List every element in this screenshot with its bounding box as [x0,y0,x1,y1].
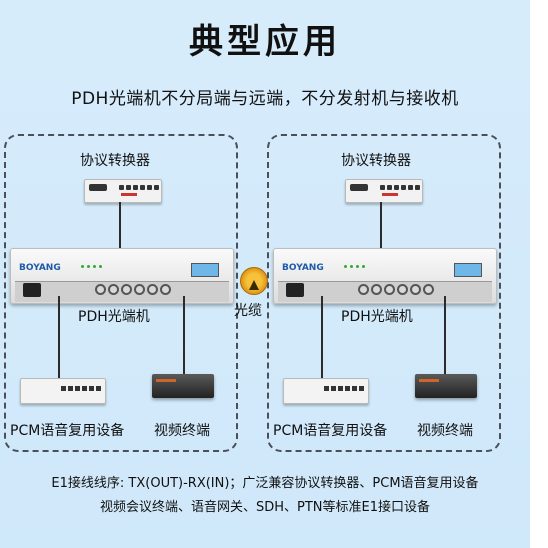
left-unit-brand: BOYANG [19,263,61,273]
right-protocol-converter [345,179,423,203]
footer-line-1: E1接线线序: TX(OUT)-RX(IN)；广泛兼容协议转换器、PCM语音复用… [51,476,479,491]
right-white-margin [530,0,548,548]
left-pcm-label: PCM语音复用设备 [10,423,125,439]
right-unit-display [454,263,482,277]
right-converter-wire [380,202,382,248]
left-video-terminal [152,374,214,398]
left-converter-wire [119,202,121,248]
page-title: 典型应用 [189,22,341,62]
fiber-optic-cable-icon [240,267,268,295]
left-converter-label: 协议转换器 [80,153,150,169]
right-unit-brand: BOYANG [282,263,324,273]
left-site-panel: 协议转换器 BOYANG PDH光端机 [4,134,238,452]
left-pdh-unit: BOYANG [10,248,234,304]
fiber-cable-label: 光缆 [234,303,262,319]
right-video-wire [444,296,446,374]
right-video-terminal [415,374,477,398]
right-power-socket [286,283,304,297]
left-pcm-wire [58,296,60,380]
diagram-background: 典型应用 PDH光端机不分局端与远端，不分发射机与接收机 协议转换器 BOYAN… [0,0,530,548]
left-power-socket [23,283,41,297]
right-pcm-device [283,378,369,404]
right-pcm-wire [321,296,323,380]
left-video-wire [183,296,185,374]
left-unit-display [191,263,219,277]
right-video-label: 视频终端 [417,423,473,439]
left-unit-label: PDH光端机 [78,309,150,325]
page-subtitle: PDH光端机不分局端与远端，不分发射机与接收机 [71,89,459,109]
right-site-panel: 协议转换器 BOYANG PDH光端机 [267,134,501,452]
left-pcm-device [20,378,106,404]
right-pcm-label: PCM语音复用设备 [273,423,388,439]
left-protocol-converter [84,179,162,203]
right-converter-label: 协议转换器 [341,153,411,169]
right-pdh-unit: BOYANG [273,248,497,304]
footer-line-2: 视频会议终端、语音网关、SDH、PTN等标准E1接口设备 [99,500,431,515]
left-video-label: 视频终端 [154,423,210,439]
right-unit-label: PDH光端机 [341,309,413,325]
